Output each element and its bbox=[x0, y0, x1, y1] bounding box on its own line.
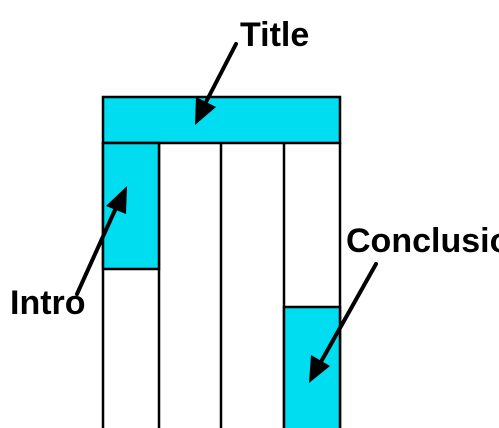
intro-label: Intro bbox=[10, 284, 86, 322]
title-label: Title bbox=[240, 16, 309, 54]
title-arrow-head bbox=[195, 97, 216, 125]
intro-arrow-shaft bbox=[75, 208, 117, 296]
conclusions-arrow-shaft bbox=[320, 262, 378, 362]
intro-arrow-head bbox=[106, 186, 127, 214]
title-block bbox=[101, 95, 342, 145]
conclusions-arrow-head bbox=[309, 355, 330, 383]
conclusions-label: Conclusions bbox=[346, 222, 499, 260]
title-arrow-shaft bbox=[204, 42, 238, 104]
